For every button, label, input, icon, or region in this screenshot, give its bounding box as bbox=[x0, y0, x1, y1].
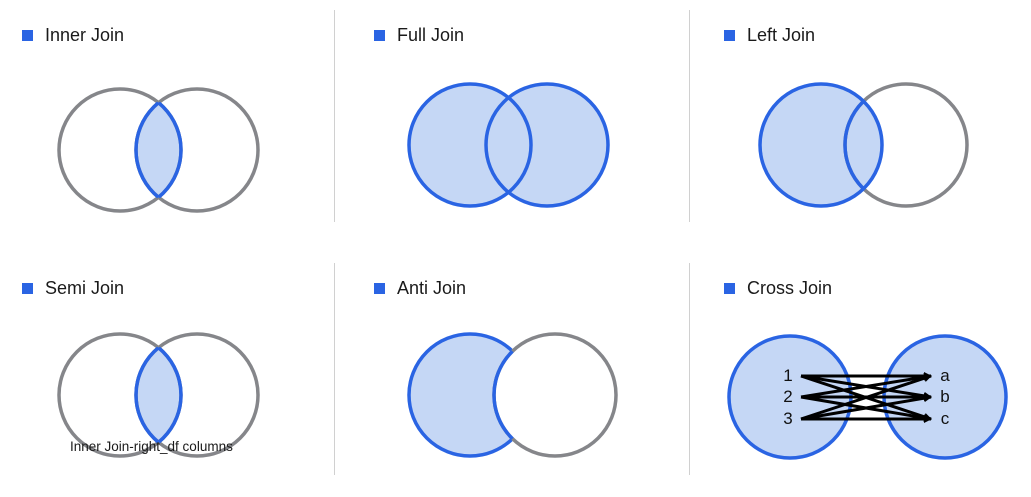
cross-join-title: Cross Join bbox=[724, 278, 832, 299]
full-join-right-fill bbox=[486, 84, 608, 206]
cross-join-arrow bbox=[800, 374, 932, 421]
cross-join-diagram: 1 2 3 a b c bbox=[727, 334, 1008, 460]
inner-join-label: Inner Join bbox=[45, 25, 125, 45]
full-join-left-circle bbox=[407, 82, 533, 208]
cross-left-label: 1 bbox=[783, 366, 792, 385]
cross-right-label: a bbox=[940, 366, 950, 385]
semi-join-label: Semi Join bbox=[45, 278, 125, 298]
left-join-left-circle bbox=[758, 82, 884, 208]
full-join-diagram bbox=[407, 82, 610, 208]
cross-left-label: 2 bbox=[783, 387, 792, 406]
inner-join-title: Inner Join bbox=[22, 25, 124, 46]
cross-join-arrows bbox=[800, 372, 932, 423]
bullet-icon bbox=[724, 283, 735, 294]
left-join-right-circle-inner-edge bbox=[843, 84, 882, 206]
left-join-title: Left Join bbox=[724, 25, 815, 46]
semi-join-intersection bbox=[136, 334, 181, 456]
inner-join-intersection-edge-left bbox=[136, 89, 183, 211]
divider-bottom-left bbox=[334, 263, 335, 475]
full-join-label: Full Join bbox=[397, 25, 465, 45]
inner-join-intersection bbox=[136, 89, 181, 211]
bullet-icon bbox=[374, 283, 385, 294]
divider-top-right bbox=[689, 10, 690, 222]
anti-join-boundary bbox=[492, 334, 531, 456]
inner-join-intersection-edge-right bbox=[134, 89, 181, 211]
semi-join-intersection-edge-left bbox=[136, 334, 183, 456]
bullet-icon bbox=[22, 283, 33, 294]
anti-join-diagram bbox=[407, 332, 618, 458]
semi-join-diagram bbox=[57, 332, 260, 458]
left-join-diagram bbox=[758, 82, 969, 208]
anti-join-label: Anti Join bbox=[397, 278, 467, 298]
full-join-title: Full Join bbox=[374, 25, 464, 46]
cross-join-arrow bbox=[800, 394, 932, 421]
bullet-icon bbox=[724, 30, 735, 41]
semi-join-intersection-edge-right bbox=[134, 334, 181, 456]
cross-join-label: Cross Join bbox=[747, 278, 833, 298]
cross-join-arrow bbox=[800, 373, 932, 399]
semi-join-caption: Inner Join-right_df columns bbox=[70, 439, 233, 454]
anti-join-left-circle bbox=[407, 332, 533, 458]
bullet-icon bbox=[374, 30, 385, 41]
divider-bottom-right bbox=[689, 263, 690, 475]
cross-left-label: 3 bbox=[783, 409, 792, 428]
divider-top-left bbox=[334, 10, 335, 222]
cross-right-label: b bbox=[940, 387, 949, 406]
inner-join-diagram bbox=[57, 87, 260, 213]
cross-right-label: c bbox=[941, 409, 950, 428]
semi-join-title: Semi Join bbox=[22, 278, 124, 299]
bullet-icon bbox=[22, 30, 33, 41]
anti-join-title: Anti Join bbox=[374, 278, 466, 299]
left-join-label: Left Join bbox=[747, 25, 816, 45]
full-join-right-circle bbox=[484, 82, 610, 208]
